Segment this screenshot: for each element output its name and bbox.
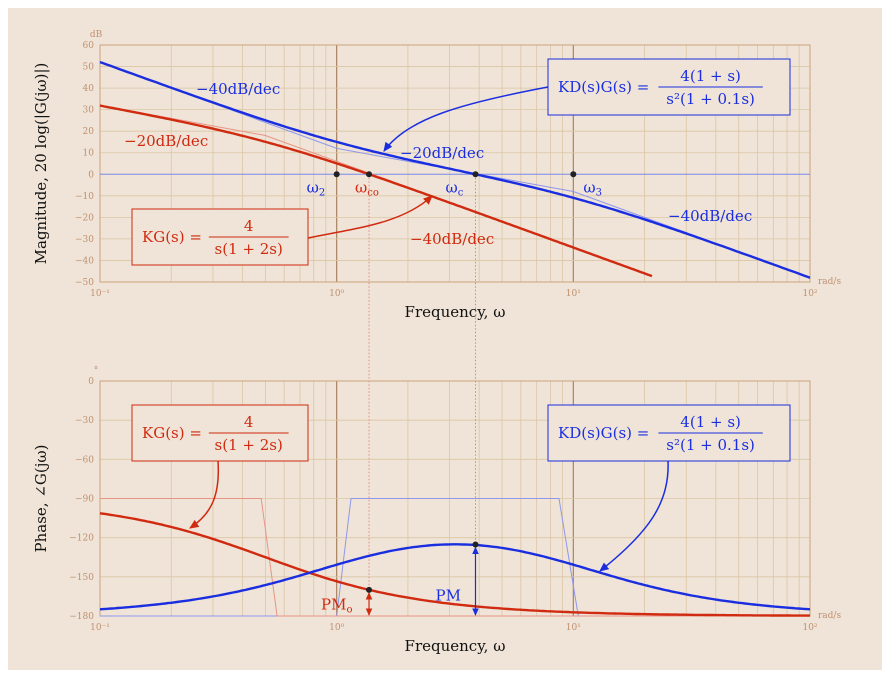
phase-kg-formula: KG(s) = 4 s(1 + 2s) [131,404,309,462]
x-tick-label: 10⁻¹ [90,289,110,299]
y-tick-label: 0 [88,170,94,180]
y-tick-label: −30 [75,416,94,426]
x-tick-label: 10⁰ [329,623,344,633]
y-tick-label: −40 [75,256,94,266]
x-tick-label: 10² [802,289,817,299]
y-tick-label: 40 [83,84,95,94]
x-axis-label: Frequency, ω [405,303,506,321]
y-unit-label: dB [90,30,103,40]
phase-kg-formula-lhs: KG(s) = [142,424,202,442]
magnitude-kg-formula: KG(s) = 4 s(1 + 2s) [131,208,309,266]
phase-asymptote [100,498,810,617]
y-axis-label: Magnitude, 20 log(|G(jω)|) [32,63,50,265]
magnitude-kdg-formula-numerator: 4(1 + s) [680,67,741,85]
x-tick-label: 10¹ [566,289,581,299]
phase-kg-formula-denominator: s(1 + 2s) [215,436,283,454]
magnitude-kdg-formula-lhs: KD(s)G(s) = [558,78,649,96]
crossing-point [366,171,373,178]
x-unit-label: rad/s [818,611,841,621]
phase-curve-kdg [99,543,811,611]
phase-margin-point [472,541,479,548]
phase-kdg-formula: KD(s)G(s) = 4(1 + s) s²(1 + 0.1s) [547,404,791,462]
slope-annotation: −40dB/dec [410,230,494,248]
crossing-point [472,171,479,178]
magnitude-kdg-formula: KD(s)G(s) = 4(1 + s) s²(1 + 0.1s) [547,58,791,116]
y-tick-label: −60 [75,455,94,465]
y-tick-label: −50 [75,278,94,288]
phase-kdg-arrow [599,460,669,572]
phase-kdg-formula-denominator: s²(1 + 0.1s) [666,436,755,454]
magnitude-kg-formula-numerator: 4 [244,217,254,235]
phase-curve-kg [99,512,810,617]
frequency-label-c: ωc [445,178,463,198]
slope-annotation: −40dB/dec [668,207,752,225]
x-unit-label: rad/s [818,277,841,287]
phase-margin-point [366,586,373,593]
y-tick-label: −90 [75,495,94,505]
magnitude-kdg-formula-denominator: s²(1 + 0.1s) [666,90,755,108]
y-tick-label: 20 [83,127,95,137]
frequency-label-3: ω3 [583,178,602,198]
x-tick-label: 10⁰ [329,289,344,299]
slope-annotation: −20dB/dec [124,132,208,150]
y-tick-label: −150 [69,573,94,583]
x-tick-label: 10¹ [566,623,581,633]
crossing-point [333,171,340,178]
pm-o-label: PMo [321,595,352,615]
y-tick-label: −20 [75,213,94,223]
pm-label: PM [435,586,460,604]
phase-kg-formula-numerator: 4 [244,413,254,431]
phase-kdg-formula-lhs: KD(s)G(s) = [558,424,649,442]
frequency-label-2: ω2 [307,178,326,198]
y-tick-label: 0 [88,377,94,387]
y-tick-label: 30 [83,106,95,116]
magnitude-kg-formula-lhs: KG(s) = [142,228,202,246]
magnitude-frame [99,44,811,283]
x-tick-label: 10⁻¹ [90,623,110,633]
y-tick-label: −180 [69,612,94,622]
slope-annotation: −40dB/dec [196,80,280,98]
x-tick-label: 10² [802,623,817,633]
y-unit-label: ° [94,366,99,376]
magnitude-curve-kdg [99,60,811,279]
crossing-point [570,171,577,178]
magnitude-kg-formula-denominator: s(1 + 2s) [215,240,283,258]
magnitude-kdg-arrow [383,86,549,152]
y-tick-label: −120 [69,534,94,544]
frequency-label-co: ωco [355,178,379,198]
y-tick-label: 10 [83,149,95,159]
y-tick-label: 60 [83,41,95,51]
x-axis-label: Frequency, ω [405,637,506,655]
y-tick-label: 50 [83,63,95,73]
phase-kdg-formula-numerator: 4(1 + s) [680,413,741,431]
slope-annotation: −20dB/dec [400,144,484,162]
magnitude-kg-arrow [307,195,433,239]
y-axis-label: Phase, ∠G(jω) [32,445,50,553]
magnitude-curve-kg [99,104,653,278]
y-tick-label: −30 [75,235,94,245]
y-tick-label: −10 [75,192,94,202]
phase-kg-arrow [189,460,220,529]
